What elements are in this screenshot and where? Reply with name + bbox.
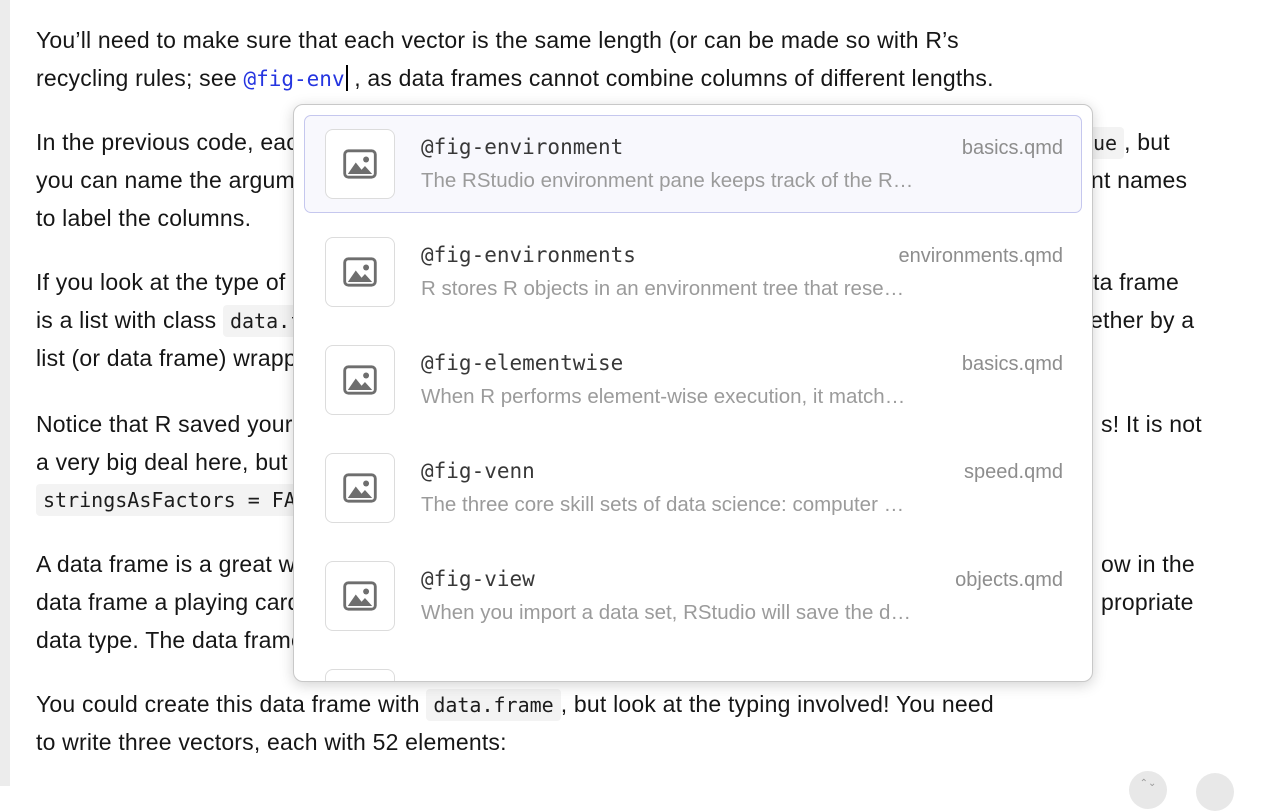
suggestion-description: When R performs element-wise execution, …: [421, 385, 906, 408]
reference-suggestion-item[interactable]: @fig-environment basics.qmd The RStudio …: [304, 115, 1082, 213]
suggestion-content: @fig-view objects.qmd When you import a …: [421, 567, 1063, 625]
floating-button-1[interactable]: ⌃⌄: [1129, 771, 1167, 809]
cross-reference-input[interactable]: @fig-env: [243, 67, 345, 91]
text-run: nt names: [1091, 167, 1188, 193]
suggestion-description: The RStudio environment pane keeps track…: [421, 169, 914, 192]
document-line-fragment: ue, but: [1086, 127, 1170, 159]
document-line: You could create this data frame with da…: [36, 689, 994, 721]
text-run: to write three vectors, each with 52 ele…: [36, 729, 507, 755]
suggestion-description: The three core skill sets of data scienc…: [421, 493, 905, 516]
inline-code: stringsAsFactors = FALSE: [36, 484, 339, 516]
text-run: You’ll need to make sure that each vecto…: [36, 27, 959, 53]
reference-suggestion-item[interactable]: @fig-venn speed.qmd The three core skill…: [304, 439, 1082, 537]
image-icon: [325, 453, 395, 523]
text-run: ether by a: [1090, 307, 1195, 333]
document-line-fragment: s! It is not: [1101, 409, 1202, 439]
reference-suggestion-item[interactable]: @fig-elementwise basics.qmd When R perfo…: [304, 331, 1082, 429]
suggestion-file: basics.qmd: [961, 353, 1063, 375]
text-run: is a list with class: [36, 307, 223, 333]
reference-autocomplete-popup: @fig-environment basics.qmd The RStudio …: [293, 104, 1093, 682]
document-line-fragment: propriate: [1101, 587, 1194, 617]
image-icon: [325, 669, 395, 681]
image-icon: [325, 237, 395, 307]
reference-suggestion-item[interactable]: @fig-environments environments.qmd R sto…: [304, 223, 1082, 321]
text-run: ow in the: [1101, 551, 1195, 577]
suggestion-label: @fig-venn: [421, 459, 535, 483]
text-run: ta frame: [1093, 269, 1179, 295]
document-line: list (or data frame) wrapper.: [36, 343, 323, 373]
floating-button-2[interactable]: [1196, 773, 1234, 811]
document-line: recycling rules; see @fig-env , as data …: [36, 63, 994, 94]
suggestion-description: R stores R objects in an environment tre…: [421, 277, 905, 300]
image-icon: [325, 345, 395, 415]
suggestion-description: When you import a data set, RStudio will…: [421, 601, 911, 624]
text-run: , but look at the typing involved! You n…: [560, 691, 994, 717]
document-line-fragment: ow in the: [1101, 549, 1195, 579]
text-run: to label the columns.: [36, 205, 252, 231]
text-run: , as data frames cannot combine columns …: [347, 65, 994, 91]
text-run: recycling rules; see: [36, 65, 244, 91]
text-run: , but: [1124, 129, 1170, 155]
suggestion-label: @fig-view: [421, 567, 535, 591]
image-icon: [325, 129, 395, 199]
left-gutter: [0, 0, 10, 786]
text-run: list (or data frame) wrapper.: [36, 345, 324, 371]
document-line-fragment: ta frame: [1093, 267, 1179, 297]
suggestion-file: environments.qmd: [898, 245, 1063, 267]
suggestion-label: @fig-elementwise: [421, 351, 624, 375]
inline-code: data.frame: [426, 689, 561, 721]
document-line: to label the columns.: [36, 203, 251, 233]
document-line: to write three vectors, each with 52 ele…: [36, 727, 507, 757]
suggestion-label: @fig-environment: [421, 135, 624, 159]
document-line: You’ll need to make sure that each vecto…: [36, 25, 959, 55]
suggestion-file: basics.qmd: [961, 137, 1063, 159]
reference-suggestion-item[interactable]: @fig-view objects.qmd When you import a …: [304, 547, 1082, 645]
text-run: You could create this data frame with: [36, 691, 427, 717]
suggestion-file: objects.qmd: [955, 569, 1063, 591]
suggestion-content: @fig-venn speed.qmd The three core skill…: [421, 459, 1063, 517]
chevrons-icon: ⌃⌄: [1139, 778, 1157, 789]
suggestion-content: @fig-elementwise basics.qmd When R perfo…: [421, 351, 1063, 409]
text-run: s! It is not: [1101, 411, 1202, 437]
suggestion-content: @fig-environment basics.qmd The RStudio …: [421, 135, 1063, 193]
document-line: stringsAsFactors = FALSE: [36, 484, 339, 516]
text-run: propriate: [1101, 589, 1194, 615]
document-line-fragment: ether by a: [1090, 305, 1194, 335]
suggestion-file: speed.qmd: [964, 461, 1063, 483]
text-cursor: [345, 65, 348, 91]
reference-suggestion-item[interactable]: @fig-: [304, 655, 1082, 681]
document-line-fragment: nt names: [1091, 165, 1187, 195]
image-icon: [325, 561, 395, 631]
suggestion-content: @fig-environments environments.qmd R sto…: [421, 243, 1063, 301]
suggestion-label: @fig-environments: [421, 243, 636, 267]
